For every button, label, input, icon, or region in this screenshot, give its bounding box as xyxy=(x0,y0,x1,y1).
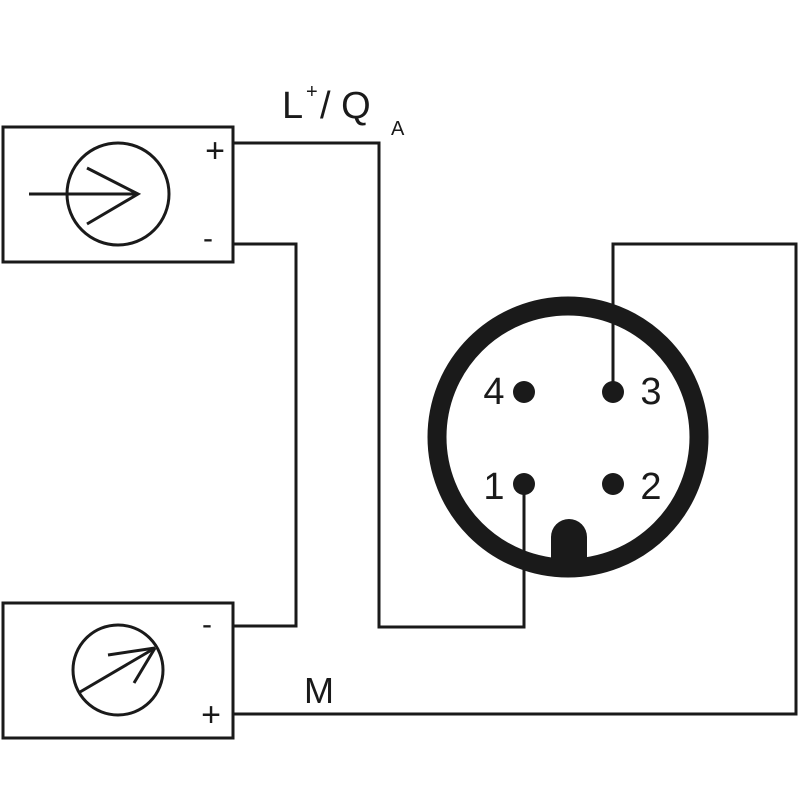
pin-1 xyxy=(513,473,535,495)
source-minus-label: - xyxy=(203,222,213,255)
ground-label: M xyxy=(304,670,334,711)
wire-source-minus-to-meter-minus xyxy=(233,242,298,628)
pin-1-label: 1 xyxy=(483,466,504,508)
pin-4-label: 4 xyxy=(483,371,504,413)
pin-3 xyxy=(602,381,624,403)
meter-box xyxy=(1,601,235,740)
meter-plus-label: + xyxy=(201,696,221,734)
supply-label-plus: + xyxy=(306,81,318,103)
current-source-icon xyxy=(29,141,171,247)
source-plus-label: + xyxy=(205,132,225,170)
supply-label-qa: / Q xyxy=(320,85,371,127)
supply-label-sub-a: A xyxy=(391,118,405,140)
source-box xyxy=(1,125,235,264)
pin-2 xyxy=(602,473,624,495)
pin-3-label: 3 xyxy=(640,371,661,413)
meter-minus-label: - xyxy=(202,608,212,641)
source-device: + - xyxy=(1,125,235,264)
m12-connector: 1 2 3 4 xyxy=(427,296,709,578)
supply-label-L: L xyxy=(282,85,303,127)
pin-2-label: 2 xyxy=(640,466,661,508)
pin-4 xyxy=(513,381,535,403)
wire-ground-to-pin3 xyxy=(233,242,798,716)
wire-supply-to-pin1 xyxy=(233,141,526,629)
connector-key xyxy=(551,519,587,575)
meter-icon xyxy=(71,623,165,717)
meter-device: - + xyxy=(1,601,235,740)
supply-label: L + / Q A xyxy=(282,81,405,140)
